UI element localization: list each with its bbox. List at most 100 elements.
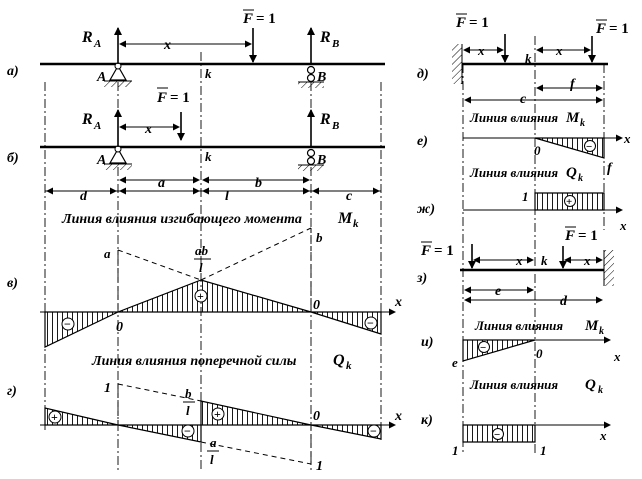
svg-text:1: 1 bbox=[522, 189, 529, 204]
shear-title: Линия влияния поперечной силы Q k bbox=[91, 352, 352, 372]
panel-label-b: б) bbox=[7, 151, 19, 166]
svg-text:+: + bbox=[51, 410, 58, 424]
svg-text:R: R bbox=[319, 111, 331, 128]
svg-text:B: B bbox=[331, 120, 339, 132]
svg-text:0: 0 bbox=[116, 320, 123, 335]
svg-text:F: F bbox=[156, 90, 167, 106]
svg-text:k: k bbox=[541, 253, 548, 268]
pin-support-a-icon bbox=[108, 147, 128, 164]
sign-minus-icon: − bbox=[364, 316, 378, 330]
svg-text:= 1: = 1 bbox=[609, 21, 629, 37]
svg-text:Q: Q bbox=[585, 377, 596, 393]
svg-text:k: k bbox=[205, 149, 212, 164]
sign-plus-icon: + bbox=[211, 407, 225, 421]
sign-minus-icon: − bbox=[61, 317, 75, 331]
fixed-support-icon bbox=[604, 250, 614, 286]
svg-text:0: 0 bbox=[313, 298, 320, 313]
svg-text:Q: Q bbox=[333, 352, 345, 369]
dim-d: d bbox=[80, 189, 88, 204]
svg-text:Линия влияния: Линия влияния bbox=[469, 165, 558, 180]
svg-text:l: l bbox=[186, 403, 190, 418]
svg-text:x: x bbox=[394, 295, 402, 310]
svg-text:= 1: = 1 bbox=[170, 90, 190, 106]
force-label-a: F bbox=[242, 11, 253, 27]
svg-text:b: b bbox=[185, 386, 192, 401]
svg-text:−: − bbox=[370, 424, 377, 438]
svg-text:f: f bbox=[570, 77, 576, 92]
svg-text:−: − bbox=[184, 424, 191, 438]
moment-negative-i bbox=[462, 339, 536, 362]
svg-text:F: F bbox=[564, 228, 575, 244]
reaction-a-label: R bbox=[81, 29, 93, 46]
panel-label-zh: ж) bbox=[417, 202, 435, 217]
svg-text:k: k bbox=[580, 118, 585, 129]
svg-text:= 1: = 1 bbox=[578, 228, 598, 244]
svg-text:Линия влияния: Линия влияния bbox=[474, 318, 563, 333]
sign-minus-icon: − bbox=[584, 140, 596, 153]
dim-a: a bbox=[158, 176, 165, 191]
svg-text:−: − bbox=[64, 317, 71, 331]
shear-influence-line: г) x 1 1 b l a l 0 + − + − bbox=[7, 381, 402, 474]
panel-label-d: д) bbox=[417, 67, 429, 82]
svg-text:−: − bbox=[494, 429, 500, 441]
roller-support-b-icon bbox=[306, 65, 316, 75]
beam-panel-a: а) R A R B F = 1 x A B k bbox=[7, 9, 385, 88]
shear-negative-middle bbox=[117, 424, 202, 443]
svg-text:A: A bbox=[93, 120, 101, 132]
moment-end-a: a bbox=[104, 246, 111, 261]
sign-minus-icon: − bbox=[478, 341, 490, 354]
dim-b: b bbox=[255, 176, 262, 191]
svg-text:1: 1 bbox=[452, 443, 459, 458]
moment-end-b: b bbox=[316, 230, 323, 245]
svg-text:1: 1 bbox=[316, 459, 323, 474]
svg-text:x: x bbox=[599, 428, 607, 443]
svg-text:k: k bbox=[525, 51, 532, 66]
svg-text:x: x bbox=[515, 253, 523, 268]
moment-positive bbox=[117, 279, 312, 313]
svg-text:M: M bbox=[565, 110, 580, 126]
svg-text:+: + bbox=[214, 407, 221, 421]
svg-text:l: l bbox=[210, 452, 214, 467]
svg-text:= 1: = 1 bbox=[469, 15, 489, 31]
moment-negative-right bbox=[310, 311, 382, 335]
svg-text:+: + bbox=[566, 196, 572, 208]
svg-text:Линия влияния поперечной силы: Линия влияния поперечной силы bbox=[91, 354, 297, 369]
panel-label-e: е) bbox=[417, 134, 428, 149]
dim-c: c bbox=[346, 189, 353, 204]
dim-x-a: x bbox=[163, 38, 171, 53]
panel-label-i: и) bbox=[421, 335, 433, 350]
svg-text:−: − bbox=[586, 141, 592, 153]
svg-text:A: A bbox=[96, 153, 106, 168]
svg-text:k: k bbox=[353, 218, 359, 230]
svg-text:0: 0 bbox=[536, 346, 543, 361]
sign-plus-icon: + bbox=[48, 410, 62, 424]
shear-negative-right bbox=[310, 424, 382, 440]
svg-text:Линия влияния изгибающего моме: Линия влияния изгибающего момента bbox=[61, 212, 302, 227]
svg-text:R: R bbox=[81, 111, 93, 128]
svg-text:= 1: = 1 bbox=[256, 11, 276, 27]
svg-text:= 1: = 1 bbox=[434, 243, 454, 259]
moment-influence-line: в) x a b ab l 0 0 − + − bbox=[7, 227, 402, 348]
panel-label-a: а) bbox=[7, 64, 19, 79]
svg-text:k: k bbox=[599, 326, 604, 337]
svg-text:x: x bbox=[555, 43, 563, 58]
svg-text:x: x bbox=[583, 253, 591, 268]
panel-label-v: в) bbox=[7, 276, 18, 291]
point-k-label-a: k bbox=[205, 66, 212, 81]
moment-influence-line-i: и) Линия влияния M k x e 0 − bbox=[421, 318, 621, 370]
svg-text:F: F bbox=[420, 243, 431, 259]
svg-text:Линия влияния: Линия влияния bbox=[469, 377, 558, 392]
svg-text:1: 1 bbox=[104, 381, 111, 396]
svg-text:k: k bbox=[598, 385, 603, 396]
svg-text:−: − bbox=[480, 342, 486, 354]
shear-positive-left bbox=[44, 407, 119, 426]
cantilever-panel-z: з) F = 1 x F = 1 x k e d bbox=[416, 226, 614, 309]
svg-text:x: x bbox=[144, 122, 152, 137]
dim-l: l bbox=[225, 189, 229, 204]
sign-minus-icon: − bbox=[367, 424, 381, 438]
beam-panel-b: б) R A R B F = 1 x A B k d a l b bbox=[7, 87, 385, 204]
svg-text:f: f bbox=[607, 161, 613, 176]
svg-text:B: B bbox=[331, 38, 339, 50]
svg-text:x: x bbox=[477, 43, 485, 58]
